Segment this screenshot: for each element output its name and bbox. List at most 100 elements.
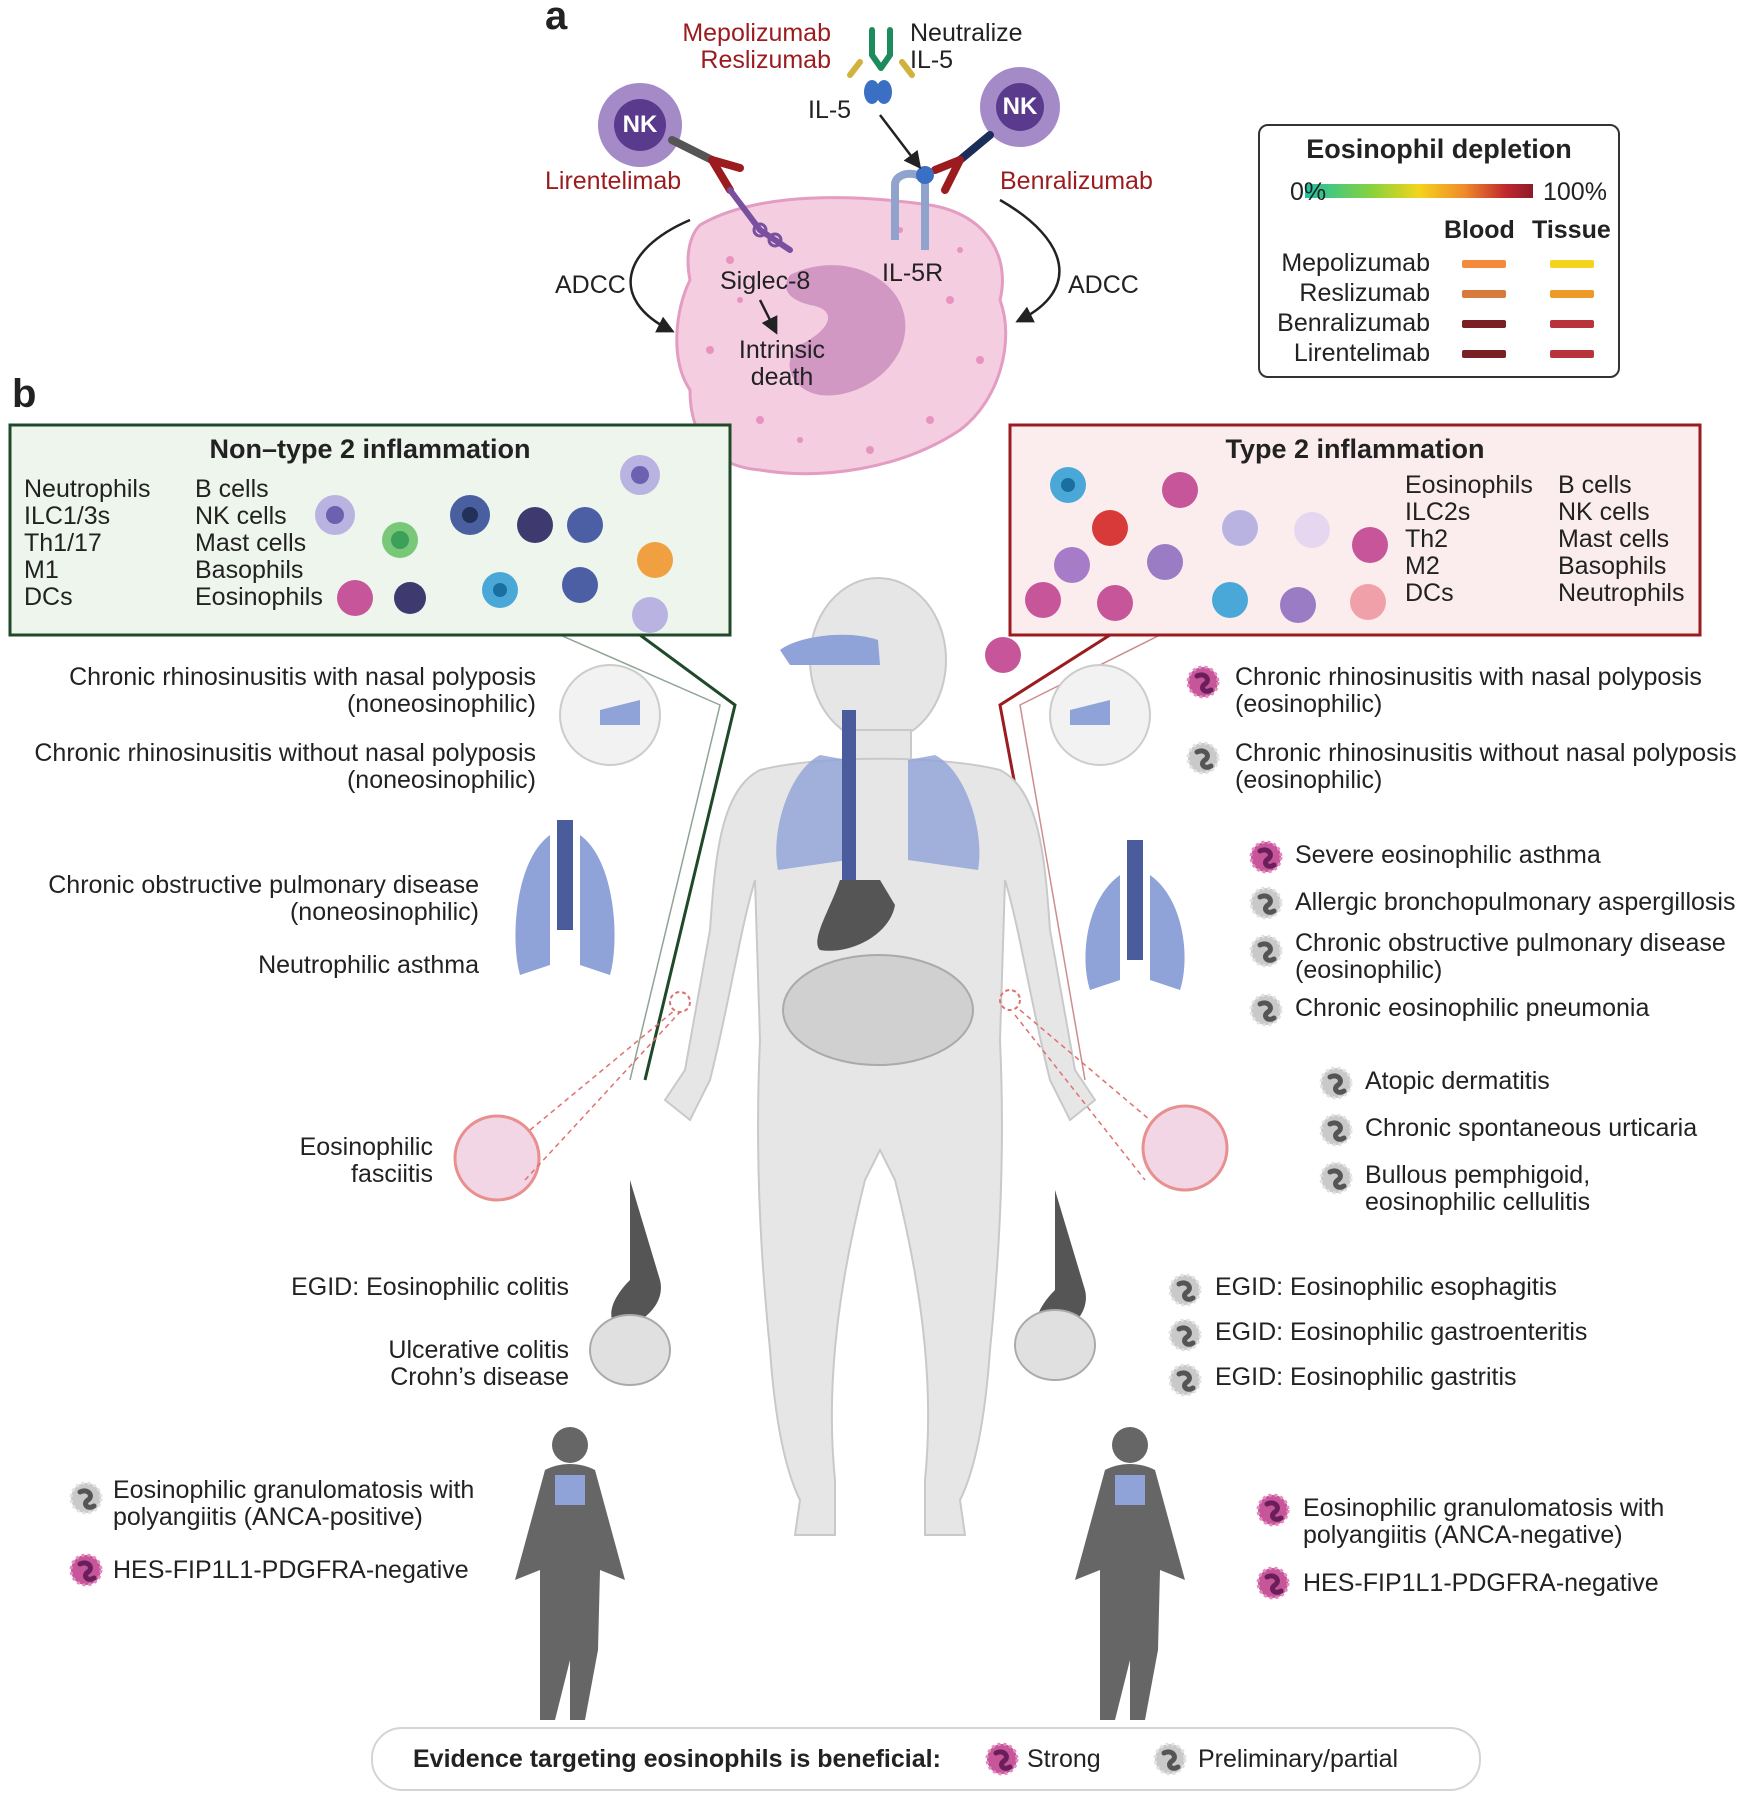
right-disease-9b: eosinophilic cellulitis (1365, 1188, 1591, 1216)
left-disease-2: Chronic rhinosinusitis without nasal pol… (34, 739, 536, 767)
evidence-marker-preliminary-icon (1251, 995, 1281, 1025)
non-type2-title: Non–type 2 inflammation (209, 434, 531, 464)
depletion-min-label: 0% (1290, 178, 1327, 206)
evidence-marker-preliminary-icon (1170, 1320, 1200, 1350)
adcc-right-arrow (999, 198, 1061, 323)
right-disease-14: HES-FIP1L1-PDGFRA-negative (1303, 1569, 1659, 1597)
depletion-col-tissue: Tissue (1532, 216, 1611, 244)
depletion-drug-label: Reslizumab (1299, 279, 1430, 307)
cell-type-label: B cells (195, 475, 269, 503)
depletion-drug-label: Lirentelimab (1293, 339, 1430, 367)
left-disease-3b: (noneosinophilic) (289, 898, 479, 926)
evidence-marker-strong-icon (1258, 1495, 1288, 1525)
right-disease-1: Chronic rhinosinusitis with nasal polypo… (1235, 663, 1702, 691)
right-lungs-icon (1085, 840, 1185, 990)
adcc-left-arrow (629, 218, 691, 333)
depletion-drug-label: Benralizumab (1277, 309, 1430, 337)
right-disease-9: Bullous pemphigoid, (1365, 1161, 1591, 1189)
evidence-preliminary-label: Preliminary/partial (1198, 1745, 1399, 1773)
left-head-icon (559, 664, 661, 766)
left-disease-4: Neutrophilic asthma (258, 951, 479, 979)
cell-type-label: Neutrophils (24, 475, 151, 503)
cell-type-label: Th1/17 (24, 529, 102, 557)
left-gi-icon (589, 1180, 671, 1386)
evidence-marker-strong-icon (1188, 667, 1218, 697)
lirentelimab-antibody-icon (668, 136, 793, 253)
right-disease-2: Chronic rhinosinusitis without nasal pol… (1235, 739, 1737, 767)
evidence-strong-label: Strong (1027, 1745, 1101, 1773)
il5-to-receptor-arrow (879, 114, 922, 170)
nk-left-label: NK (622, 111, 658, 138)
left-disease-9: HES-FIP1L1-PDGFRA-negative (113, 1556, 469, 1584)
cell-type-label: DCs (1405, 579, 1454, 607)
evidence-marker-preliminary-icon (1321, 1115, 1351, 1145)
depletion-tissue-swatch (1550, 350, 1594, 358)
evidence-legend-box (371, 1727, 1481, 1791)
left-disease-1b: (noneosinophilic) (346, 690, 536, 718)
cell-type-label: ILC1/3s (24, 502, 111, 530)
evidence-marker-preliminary-icon (71, 1483, 101, 1513)
left-disease-8: Eosinophilic granulomatosis with (113, 1476, 475, 1504)
evidence-marker-preliminary-icon (1170, 1275, 1200, 1305)
eosinophil-cell (675, 196, 1008, 476)
immune-cells-left (315, 455, 673, 633)
right-disease-11: EGID: Eosinophilic gastroenteritis (1215, 1318, 1588, 1346)
right-disease-8: Chronic spontaneous urticaria (1365, 1114, 1698, 1142)
evidence-marker-preliminary-icon (1188, 743, 1218, 773)
right-head-icon (1049, 664, 1151, 766)
right-disease-4: Allergic bronchopulmonary aspergillosis (1295, 888, 1736, 916)
adcc-left-label: ADCC (555, 271, 626, 299)
left-disease-2b: (noneosinophilic) (346, 766, 536, 794)
depletion-blood-swatch (1462, 320, 1506, 328)
cell-type-label: M1 (24, 556, 59, 584)
depletion-blood-swatch (1462, 260, 1506, 268)
panel-a-letter: a (545, 0, 568, 38)
right-disease-7: Atopic dermatitis (1365, 1067, 1550, 1095)
cell-type-label: ILC2s (1405, 498, 1471, 526)
evidence-marker-strong-icon (71, 1555, 101, 1585)
left-disease-8b: polyangiitis (ANCA-positive) (113, 1503, 423, 1531)
benralizumab-label: Benralizumab (1000, 167, 1153, 195)
left-disease-7b: Crohn’s disease (390, 1363, 569, 1391)
depletion-col-blood: Blood (1444, 216, 1515, 244)
nk-cell-right-icon (980, 67, 1060, 147)
right-disease-5: Chronic obstructive pulmonary disease (1295, 929, 1726, 957)
left-skin-magnifier-icon (453, 991, 691, 1202)
neutralize-il5-label: IL-5 (910, 46, 954, 74)
nk-right-label: NK (1002, 93, 1038, 120)
cell-type-label: Eosinophils (195, 583, 323, 611)
cell-type-label: Mast cells (195, 529, 307, 557)
evidence-marker-strong-icon (1258, 1568, 1288, 1598)
depletion-drug-label: Mepolizumab (1281, 249, 1430, 277)
depletion-blood-swatch (1462, 290, 1506, 298)
type2-title: Type 2 inflammation (1225, 434, 1485, 464)
right-disease-6: Chronic eosinophilic pneumonia (1295, 994, 1650, 1022)
body-lungs (776, 710, 980, 880)
depletion-legend-title: Eosinophil depletion (1306, 134, 1572, 164)
right-gi-icon (1014, 1190, 1096, 1381)
benralizumab-antibody-icon (931, 131, 994, 194)
il5-antibody-icon (847, 27, 915, 104)
right-disease-5b: (eosinophilic) (1295, 956, 1443, 984)
depletion-max-label: 100% (1543, 178, 1607, 206)
left-disease-6: EGID: Eosinophilic colitis (291, 1273, 569, 1301)
evidence-legend-label: Evidence targeting eosinophils is benefi… (413, 1745, 941, 1773)
evidence-marker-preliminary-icon (1251, 936, 1281, 966)
intrinsic-label: Intrinsic (738, 336, 826, 364)
right-skin-magnifier-icon (999, 989, 1229, 1192)
depletion-tissue-swatch (1550, 260, 1594, 268)
mepolizumab-label: Mepolizumab (682, 19, 831, 47)
right-disease-10: EGID: Eosinophilic esophagitis (1215, 1273, 1557, 1301)
body-gi-tract (782, 880, 974, 1066)
cell-type-label: Basophils (1558, 552, 1667, 580)
evidence-marker-preliminary-icon (1170, 1365, 1200, 1395)
siglec-death-arrow (758, 299, 778, 335)
cell-type-label: Th2 (1405, 525, 1449, 553)
cell-type-label: B cells (1558, 471, 1632, 499)
left-disease-3: Chronic obstructive pulmonary disease (48, 871, 479, 899)
right-disease-13b: polyangiitis (ANCA-negative) (1303, 1521, 1623, 1549)
right-disease-2b: (eosinophilic) (1235, 766, 1383, 794)
neutralize-label: Neutralize (910, 19, 1023, 47)
cell-type-label: NK cells (1558, 498, 1650, 526)
